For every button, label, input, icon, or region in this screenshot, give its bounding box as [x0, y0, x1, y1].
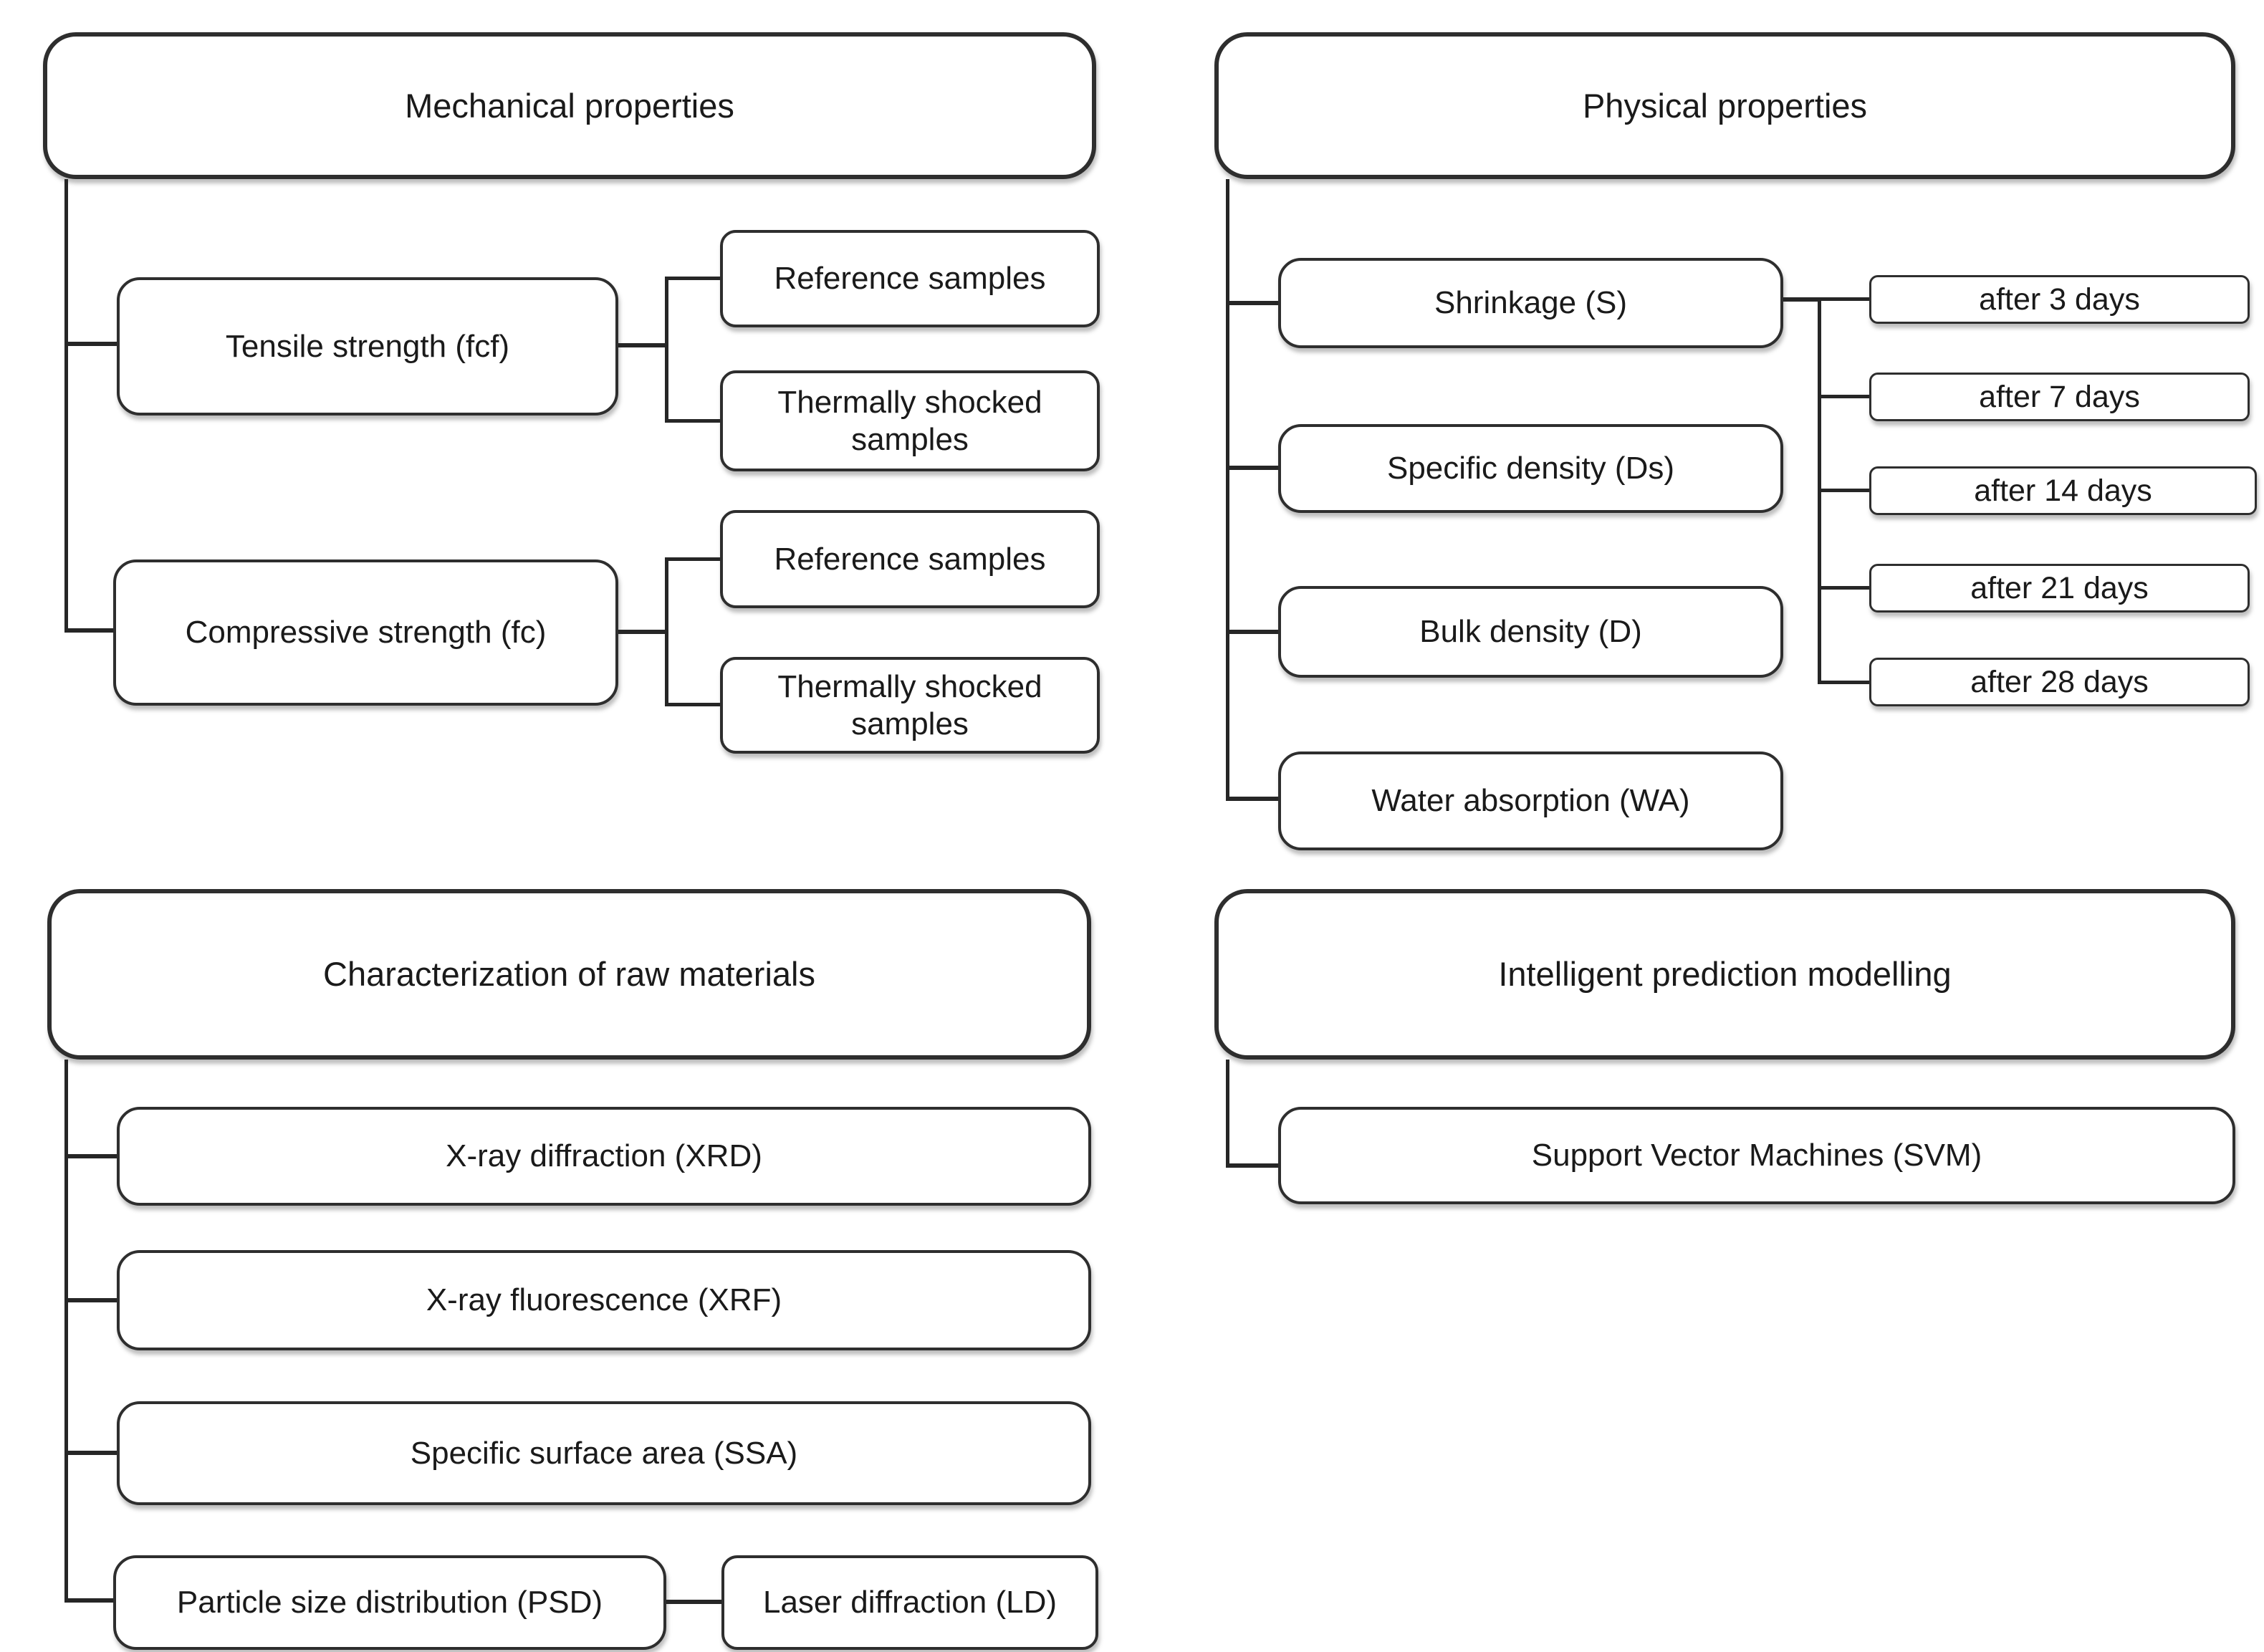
connector-compressive-thermal-stub	[665, 703, 721, 706]
connector-day21-stub	[1818, 586, 1871, 590]
after-3-days-node: after 3 days	[1869, 275, 2250, 324]
compressive-reference-samples-node: Reference samples	[720, 510, 1100, 608]
connector-xrf-stub	[64, 1298, 119, 1302]
connector-specific-density-stub	[1226, 466, 1280, 470]
compressive-strength-node: Compressive strength (fc)	[113, 560, 618, 706]
connector-tensile-children-vertical	[665, 277, 668, 423]
connector-day28-stub	[1818, 681, 1871, 684]
connector-day14-stub	[1818, 489, 1871, 492]
connector-compressive-children-vertical	[665, 557, 668, 706]
bulk-density-node: Bulk density (D)	[1278, 586, 1783, 678]
connector-day7-stub	[1818, 395, 1871, 398]
ssa-node: Specific surface area (SSA)	[117, 1401, 1091, 1505]
connector-water-absorption-stub	[1226, 797, 1280, 801]
connector-intelligent-trunk	[1226, 1060, 1229, 1168]
connector-compressive-right	[618, 630, 666, 634]
connector-psd-ld	[666, 1600, 722, 1604]
xrd-node: X-ray diffraction (XRD)	[117, 1107, 1091, 1206]
connector-psd-stub	[64, 1598, 115, 1603]
connector-tensile-right	[618, 343, 666, 347]
water-absorption-node: Water absorption (WA)	[1278, 751, 1783, 850]
connector-shrinkage-right	[1783, 297, 1819, 302]
connector-day3-stub	[1818, 297, 1871, 301]
tensile-thermally-shocked-node: Thermally shocked samples	[720, 370, 1100, 471]
characterization-header: Characterization of raw materials	[47, 889, 1091, 1060]
connector-bulk-density-stub	[1226, 630, 1280, 634]
connector-tensile-thermal-stub	[665, 419, 721, 423]
shrinkage-node: Shrinkage (S)	[1278, 258, 1783, 348]
connector-characterization-trunk	[64, 1060, 68, 1603]
connector-svm-stub	[1226, 1163, 1280, 1168]
connector-compressive-reference-stub	[665, 557, 721, 561]
connector-physical-trunk	[1226, 179, 1229, 801]
psd-node: Particle size distribution (PSD)	[113, 1555, 666, 1650]
intelligent-prediction-header: Intelligent prediction modelling	[1214, 889, 2235, 1060]
connector-ssa-stub	[64, 1451, 119, 1455]
connector-shrinkage-stub	[1226, 301, 1280, 305]
connector-mechanical-compressive-stub	[64, 628, 116, 633]
mechanical-properties-header: Mechanical properties	[43, 32, 1096, 179]
tensile-reference-samples-node: Reference samples	[720, 230, 1100, 327]
connector-xrd-stub	[64, 1154, 119, 1158]
svm-node: Support Vector Machines (SVM)	[1278, 1107, 2235, 1204]
connector-tensile-reference-stub	[665, 277, 721, 280]
compressive-thermally-shocked-node: Thermally shocked samples	[720, 657, 1100, 754]
after-7-days-node: after 7 days	[1869, 373, 2250, 421]
connector-mechanical-tensile-stub	[64, 342, 119, 346]
after-28-days-node: after 28 days	[1869, 658, 2250, 706]
laser-diffraction-node: Laser diffraction (LD)	[721, 1555, 1098, 1650]
connector-mechanical-trunk	[64, 179, 68, 633]
specific-density-node: Specific density (Ds)	[1278, 424, 1783, 513]
physical-properties-header: Physical properties	[1214, 32, 2235, 179]
after-14-days-node: after 14 days	[1869, 466, 2257, 515]
after-21-days-node: after 21 days	[1869, 564, 2250, 613]
tensile-strength-node: Tensile strength (fcf)	[117, 277, 618, 416]
xrf-node: X-ray fluorescence (XRF)	[117, 1250, 1091, 1350]
